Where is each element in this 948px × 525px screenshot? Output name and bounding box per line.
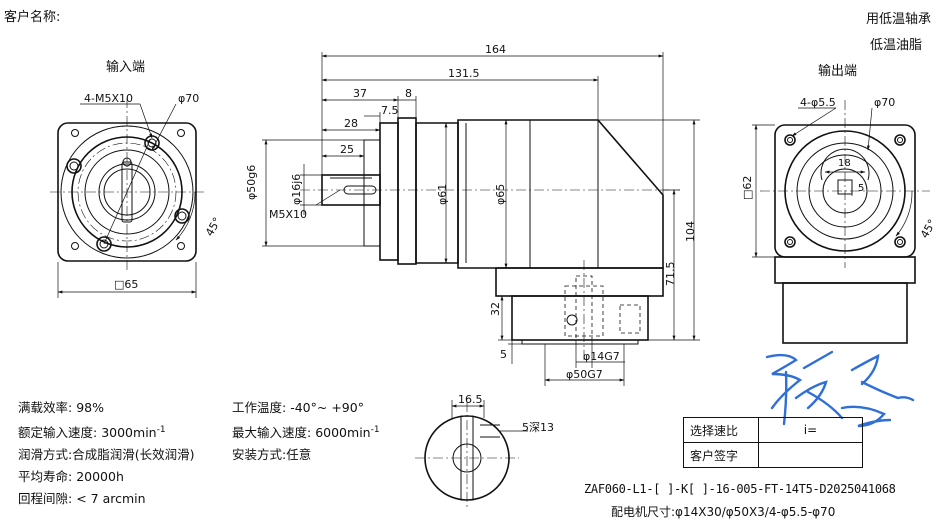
spec-rated-input-speed: 额定输入速度: 3000min-1 bbox=[18, 425, 166, 441]
spec-backlash: 回程间隙: < 7 arcmin bbox=[18, 491, 146, 507]
motor-size-value: φ14X30/φ50X3/4-φ5.5-φ70 bbox=[675, 505, 836, 519]
handwritten-signature bbox=[765, 350, 915, 428]
customer-name-label: 客户名称: bbox=[4, 10, 61, 25]
dim-4-phi5-5: 4-φ5.5 bbox=[800, 96, 836, 109]
output-end-label: 输出端 bbox=[818, 64, 858, 79]
note-low-temp-grease: 低温油脂 bbox=[870, 38, 923, 53]
dim-phi14g7: φ14G7 bbox=[583, 350, 620, 363]
motor-size: 配电机尺寸:φ14X30/φ50X3/4-φ5.5-φ70 bbox=[611, 503, 835, 520]
signature-field[interactable] bbox=[758, 442, 863, 468]
clamp-ring-detail bbox=[415, 400, 528, 510]
dim-5-bottom: 5 bbox=[500, 348, 507, 361]
motor-size-label: 配电机尺寸: bbox=[611, 505, 676, 519]
dim-71-5: 71.5 bbox=[664, 261, 677, 287]
spec-mounting: 安装方式:任意 bbox=[232, 447, 312, 463]
dim-phi50g7: φ50G7 bbox=[566, 368, 603, 381]
dim-phi50g6: φ50g6 bbox=[245, 164, 258, 200]
dim-25: 25 bbox=[340, 143, 354, 156]
dim-37: 37 bbox=[353, 87, 367, 100]
dim-131-5: 131.5 bbox=[448, 67, 480, 80]
dim-164: 164 bbox=[485, 43, 506, 56]
input-end-label: 输入端 bbox=[106, 60, 146, 75]
dim-8: 8 bbox=[405, 87, 412, 100]
ratio-label: 选择速比 bbox=[683, 417, 759, 443]
dim-phi61: φ61 bbox=[436, 183, 449, 205]
dim-18: 18 bbox=[838, 158, 851, 169]
input-end-view bbox=[50, 98, 205, 298]
spec-average-life: 平均寿命: 20000h bbox=[18, 469, 124, 485]
dim-sq62: □62 bbox=[741, 175, 754, 200]
spec-max-input-speed: 最大输入速度: 6000min-1 bbox=[232, 425, 380, 441]
dim-5-depth-13: 5深13 bbox=[522, 421, 554, 434]
dim-104: 104 bbox=[684, 221, 697, 242]
side-view bbox=[262, 52, 700, 386]
signature-label: 客户签字 bbox=[683, 442, 759, 468]
dim-16-5: 16.5 bbox=[458, 393, 483, 406]
dim-phi16j6: φ16j6 bbox=[290, 173, 303, 205]
specs-left: 满载效率: 98% 额定输入速度: 3000min-1 润滑方式:合成脂润滑(长… bbox=[18, 397, 194, 510]
specs-right: 工作温度: -40°~ +90° 最大输入速度: 6000min-1 安装方式:… bbox=[232, 397, 380, 466]
note-low-temp-bearing: 用低温轴承 bbox=[866, 12, 932, 27]
dim-m5x10: M5X10 bbox=[269, 208, 308, 221]
spec-operating-temp: 工作温度: -40°~ +90° bbox=[232, 400, 364, 415]
output-end-view bbox=[752, 100, 930, 344]
dim-32: 32 bbox=[489, 302, 502, 316]
model-code: ZAF060-L1-[ ]-K[ ]-16-005-FT-14T5-D20250… bbox=[584, 482, 896, 496]
selection-table: 选择速比 i= 客户签字 bbox=[683, 417, 863, 468]
spec-efficiency: 满载效率: 98% bbox=[18, 400, 104, 415]
dim-sq65: □65 bbox=[114, 278, 139, 291]
dim-7-5: 7.5 bbox=[381, 104, 399, 117]
dim-in-phi70: φ70 bbox=[178, 92, 200, 105]
spec-lubrication: 润滑方式:合成脂润滑(长效润滑) bbox=[18, 447, 195, 463]
dim-phi65: φ65 bbox=[494, 183, 507, 205]
dim-28: 28 bbox=[344, 117, 358, 130]
dim-out-phi70: φ70 bbox=[874, 96, 896, 109]
dim-out-5: 5 bbox=[858, 183, 865, 194]
ratio-value-field[interactable]: i= bbox=[758, 417, 863, 443]
dim-4-m5x10: 4-M5X10 bbox=[84, 92, 133, 105]
